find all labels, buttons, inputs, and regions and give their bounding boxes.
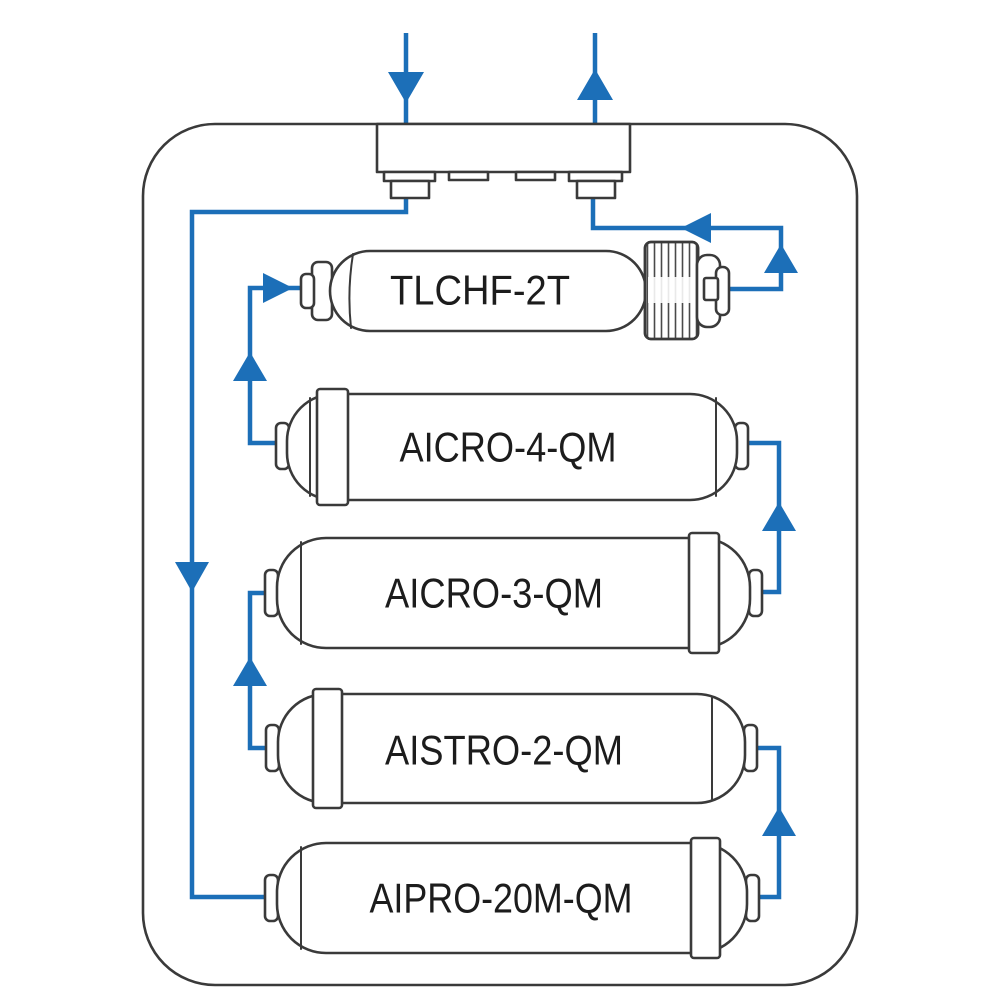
housing-body: [275, 841, 749, 955]
arrow-up-icon: [764, 244, 798, 273]
arrow-down-icon: [175, 562, 209, 592]
pipe-tlchf-to-manifold: [590, 197, 784, 292]
collar-band: [315, 387, 350, 507]
filter-aicro-4-qm: AICRO-4-QM: [274, 387, 750, 507]
filter-aistro-2-qm: AISTRO-2-QM: [264, 687, 759, 810]
manifold-left-port-flange: [382, 170, 437, 183]
cap-seam: [348, 253, 354, 329]
left-nipple: [299, 272, 316, 310]
filter-aipro-20m-qm: AIPRO-20M-QM: [263, 836, 761, 960]
outlet-square: [702, 276, 720, 302]
pipe-manifold-to-aipro: [189, 197, 409, 900]
manifold-body: [375, 122, 632, 174]
arrow-up-icon: [577, 69, 613, 100]
arrow-up-icon: [233, 657, 267, 686]
arrow-up-icon: [233, 352, 267, 381]
manifold-left-port: [389, 179, 431, 200]
collar-band: [689, 836, 722, 960]
hardware-outlines: TLCHF-2T AICRO-4-QM AICRO-3-QM: [141, 122, 859, 987]
collar-band: [687, 531, 721, 655]
filter-label: AISTRO-2-QM: [385, 727, 623, 774]
housing-body: [275, 536, 752, 650]
housing-body: [276, 692, 747, 805]
cap-highlight: [648, 277, 695, 303]
arrow-down-icon: [388, 72, 424, 103]
filter-label: AICRO-3-QM: [385, 570, 603, 617]
arrow-left-icon: [681, 213, 711, 243]
filter-aicro-3-qm: AICRO-3-QM: [263, 531, 764, 655]
manifold-center-tab: [514, 170, 557, 182]
flow-arrows: [175, 69, 798, 836]
manifold-right-port-flange: [567, 170, 624, 183]
arrow-up-icon: [762, 502, 796, 531]
filter-label: TLCHF-2T: [390, 267, 570, 314]
manifold-center-tab: [447, 170, 490, 182]
filter-label: AICRO-4-QM: [400, 424, 617, 471]
manifold-head: [375, 122, 632, 200]
filter-label: AIPRO-20M-QM: [370, 875, 633, 922]
manifold-right-port: [575, 179, 617, 200]
arrow-right-icon: [263, 273, 293, 303]
collar-band: [311, 687, 344, 810]
housing-body: [285, 392, 739, 502]
filter-tlchf-2t: TLCHF-2T: [299, 240, 731, 341]
arrow-up-icon: [762, 807, 796, 836]
